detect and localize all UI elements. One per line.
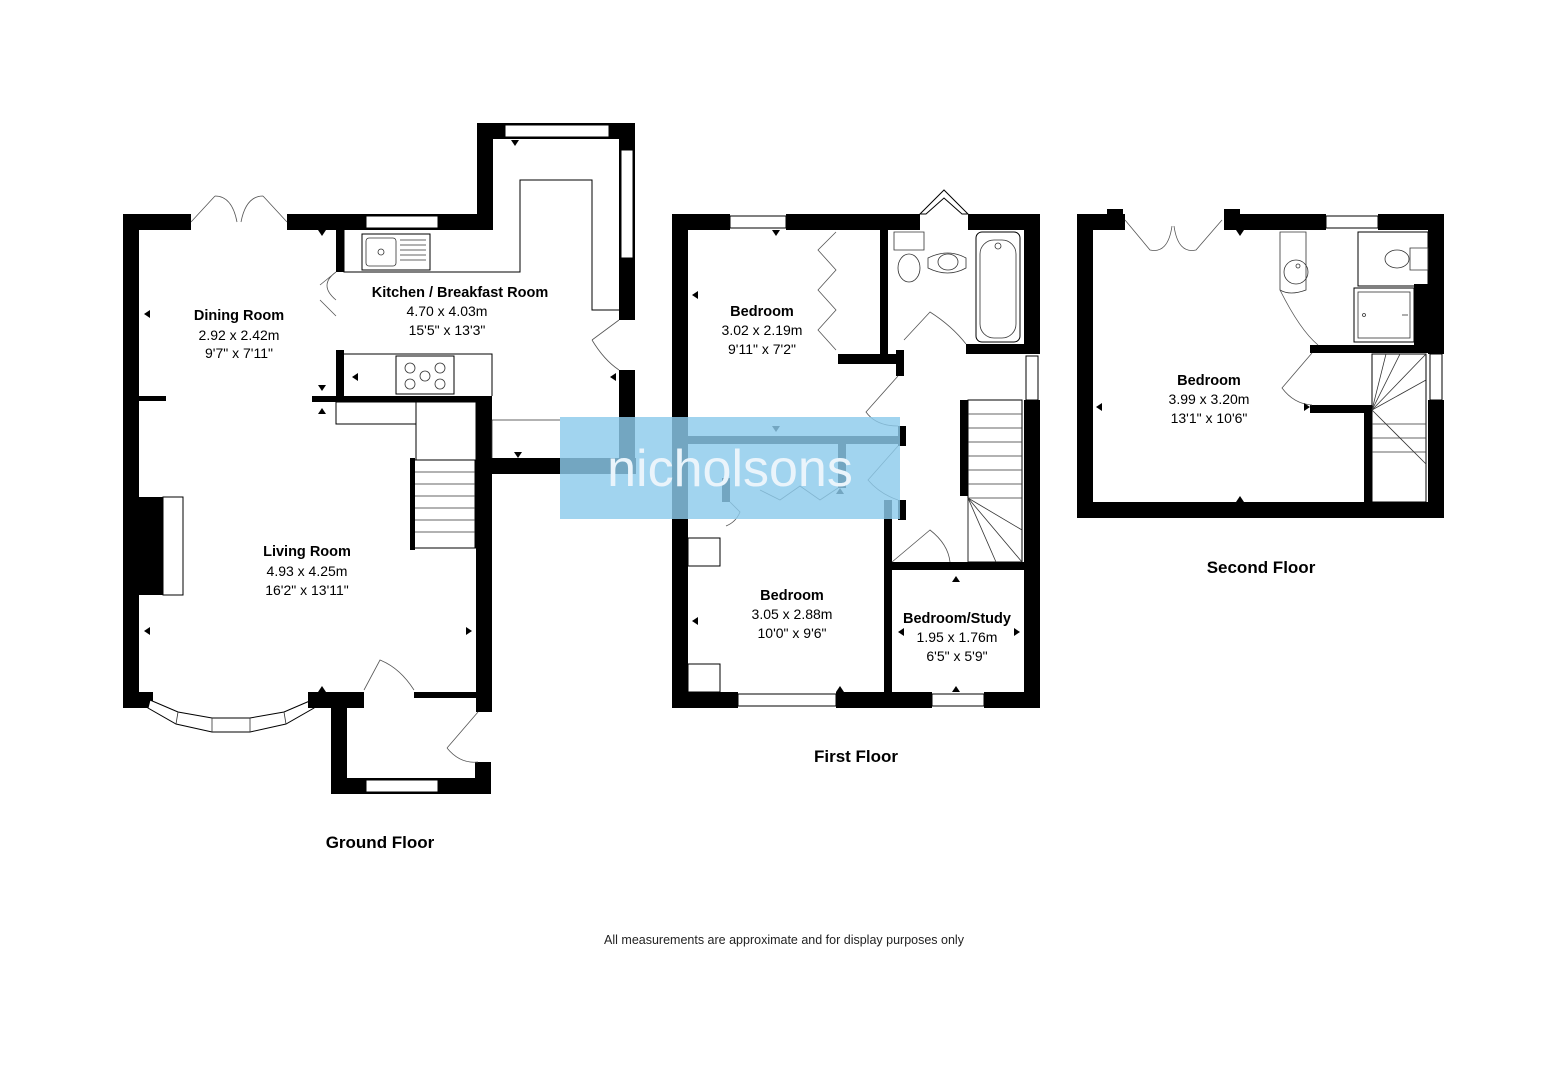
room-bedroom-2-metric: 3.05 x 2.88m [752,606,833,622]
watermark-box [560,417,900,519]
room-kitchen: Kitchen / Breakfast Room 4.70 x 4.03m 15… [372,285,548,338]
disclaimer: All measurements are approximate and for… [604,933,965,947]
room-bedroom-1: Bedroom 3.02 x 2.19m 9'11" x 7'2" [722,304,803,357]
room-bedroom-1-imperial: 9'11" x 7'2" [728,341,796,357]
room-dining-name: Dining Room [194,308,284,324]
room-bedroom-3: Bedroom 3.99 x 3.20m 13'1" x 10'6" [1169,373,1250,426]
room-kitchen-imperial: 15'5" x 13'3" [409,322,486,338]
room-living-imperial: 16'2" x 13'11" [265,582,349,598]
floor-label-first: First Floor [814,747,898,766]
room-bedroom-3-imperial: 13'1" x 10'6" [1171,410,1248,426]
ground-floor-plan [123,123,636,794]
room-kitchen-metric: 4.70 x 4.03m [407,303,488,319]
room-study-imperial: 6'5" x 5'9" [926,648,987,664]
room-dining-imperial: 9'7" x 7'11" [205,345,273,361]
room-living-name: Living Room [263,544,351,560]
floor-label-ground: Ground Floor [326,833,435,852]
room-living: Living Room 4.93 x 4.25m 16'2" x 13'11" [263,544,351,598]
room-dining-metric: 2.92 x 2.42m [199,327,280,343]
room-bedroom-2-name: Bedroom [760,588,824,604]
room-bedroom-2-imperial: 10'0" x 9'6" [758,625,827,641]
room-study-name: Bedroom/Study [903,611,1011,627]
room-bedroom-1-metric: 3.02 x 2.19m [722,322,803,338]
room-bedroom-2: Bedroom 3.05 x 2.88m 10'0" x 9'6" [752,588,833,641]
room-bedroom-3-metric: 3.99 x 3.20m [1169,391,1250,407]
room-dining: Dining Room 2.92 x 2.42m 9'7" x 7'11" [194,308,284,361]
floor-label-second: Second Floor [1207,558,1316,577]
room-bedroom-1-name: Bedroom [730,304,794,320]
room-kitchen-name: Kitchen / Breakfast Room [372,285,548,301]
watermark: nicholsons [560,417,900,519]
room-study: Bedroom/Study 1.95 x 1.76m 6'5" x 5'9" [903,611,1011,664]
room-study-metric: 1.95 x 1.76m [917,629,998,645]
watermark-text: nicholsons [607,440,853,498]
second-floor-plan [1077,209,1444,518]
room-living-metric: 4.93 x 4.25m [267,563,348,579]
first-floor-plan [672,189,1040,708]
room-bedroom-3-name: Bedroom [1177,373,1241,389]
